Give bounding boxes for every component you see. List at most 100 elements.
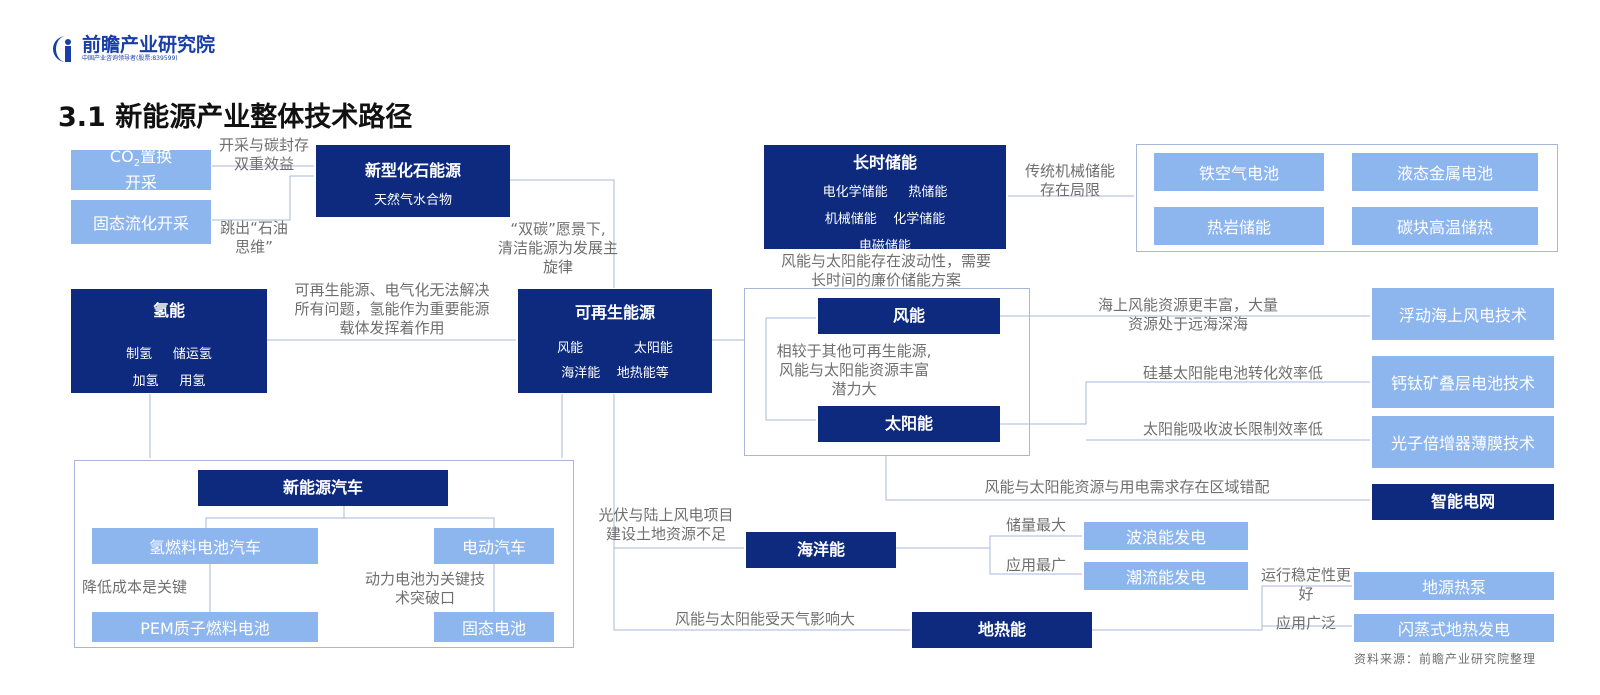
storage-electrochemical: 电化学储能: [822, 185, 888, 200]
hydrogen-transport: 储运氢: [172, 347, 212, 362]
node-co2-replacement: CO2置换 开采: [71, 147, 211, 192]
node-liquid-metal: 液态金属电池: [1352, 153, 1538, 191]
node-nev: 新能源汽车: [198, 470, 448, 506]
logo-tagline: 中国产业咨询领导者(股票:839599): [82, 55, 178, 62]
storage-thermal: 热储能: [908, 185, 948, 200]
node-long-storage: 长时储能 电化学储能 热储能 机械储能 化学储能 电磁储能: [764, 145, 1006, 254]
source-note: 资料来源：前瞻产业研究院整理: [1354, 652, 1537, 666]
line-solar-perov: [1000, 381, 1370, 425]
node-ground-heat-pump: 地源热泵: [1354, 572, 1554, 600]
note-co2-benefit-line1: 开采与碳封存: [218, 136, 309, 154]
storage-chemical: 化学储能: [893, 212, 946, 227]
logo-icon: [52, 34, 80, 64]
co2-pre: CO: [109, 147, 134, 167]
note-dual-carbon-line1: “双碳”愿景下,: [510, 220, 606, 238]
co2-line2: 开采: [124, 172, 157, 192]
note-hydrogen-role-line2: 所有问题，氢能作为重要能源: [294, 300, 490, 318]
node-new-fossil-item: 天然气水合物: [373, 193, 452, 208]
line-geo-heatpump: [1092, 585, 1352, 631]
note-land-short-line2: 建设土地资源不足: [605, 525, 726, 543]
line-ocean-wave: [896, 535, 1082, 549]
line-bracket-solar: [765, 318, 816, 421]
note-battery-key-line2: 术突破口: [394, 589, 455, 607]
node-pem: PEM质子燃料电池: [92, 612, 318, 642]
note-rich-potential: 相较于其他可再生能源, 风能与太阳能资源丰富 潜力大: [764, 342, 944, 399]
note-weather: 风能与太阳能受天气影响大: [674, 610, 855, 628]
line-renew-geo: [613, 548, 910, 631]
node-carbon-block: 碳块高温储热: [1352, 207, 1538, 245]
node-perovskite: 钙钛矿叠层电池技术: [1372, 356, 1554, 408]
node-long-storage-title: 长时储能: [852, 153, 917, 172]
node-floating-offshore: 浮动海上风电技术: [1372, 288, 1554, 340]
renew-geo: 地热能等: [616, 366, 669, 381]
node-solar: 太阳能: [818, 406, 1000, 442]
note-volatility-line1: 风能与太阳能存在波动性，需要: [780, 252, 991, 270]
note-offshore-rich: 海上风能资源更丰富，大量 资源处于远海深海: [1078, 296, 1298, 334]
page-title: 3.1 新能源产业整体技术路径: [58, 102, 413, 133]
note-mismatch: 风能与太阳能资源与用电需求存在区域错配: [984, 478, 1270, 496]
note-hydrogen-role: 可再生能源、电气化无法解决 所有问题，氢能作为重要能源 载体发挥着作用: [276, 281, 508, 338]
note-app-wide: 应用最广: [1005, 556, 1066, 574]
note-oil-mindset-line1: 跳出“石油: [220, 219, 288, 237]
node-renewable-title: 可再生能源: [574, 303, 655, 322]
node-smart-grid: 智能电网: [1372, 484, 1554, 520]
note-reserve-max: 储量最大: [1005, 516, 1066, 534]
note-oil-mindset-line2: 思维”: [235, 238, 273, 256]
hydrogen-refuel: 加氢: [132, 374, 159, 389]
note-wavelength: 太阳能吸收波长限制效率低: [1142, 420, 1323, 438]
line-ev-bev: [344, 517, 495, 528]
note-dual-carbon-line2: 清洁能源为发展主: [497, 239, 618, 257]
node-solid-state-battery: 固态电池: [434, 612, 554, 642]
line-ocean-tidal: [989, 548, 1082, 575]
co2-post: 置换: [140, 147, 173, 167]
note-cost-key: 降低成本是关键: [82, 578, 188, 596]
node-solid-fluid-mining: 固态流化开采: [71, 200, 211, 244]
node-fcv: 氢燃料电池汽车: [92, 528, 318, 564]
note-rich-potential-line1: 相较于其他可再生能源,: [776, 342, 932, 360]
note-rich-potential-line3: 潜力大: [831, 380, 877, 398]
hydrogen-use: 用氢: [179, 374, 206, 389]
note-offshore-rich-line1: 海上风能资源更丰富，大量: [1097, 296, 1278, 314]
node-geothermal: 地热能: [912, 612, 1092, 648]
note-stable-line2: 好: [1298, 585, 1314, 603]
note-land-short-line1: 光伏与陆上风电项目: [598, 506, 734, 524]
logo-name: 前瞻产业研究院: [82, 34, 216, 56]
node-hydrogen-title: 氢能: [152, 301, 185, 320]
line-solid-fossil: [212, 175, 314, 221]
note-silicon-low: 硅基太阳能电池转化效率低: [1142, 364, 1323, 382]
renew-solar: 太阳能: [633, 341, 673, 356]
note-stable-line1: 运行稳定性更: [1260, 566, 1351, 584]
note-app-wide2: 应用广泛: [1275, 614, 1336, 632]
line-mismatch-grid: [885, 456, 1370, 501]
node-flash-geothermal: 闪蒸式地热发电: [1354, 614, 1554, 642]
renew-wind: 风能: [557, 341, 584, 356]
note-mech-limit: 传统机械储能 存在局限: [1010, 162, 1130, 200]
node-photon-multiplier: 光子倍增器薄膜技术: [1372, 416, 1554, 468]
node-renewable: 可再生能源 风能 太阳能 海洋能 地热能等: [518, 289, 712, 393]
node-new-fossil-title: 新型化石能源: [364, 161, 461, 180]
node-new-fossil: 新型化石能源 天然气水合物: [316, 145, 510, 217]
note-volatility: 风能与太阳能存在波动性，需要 长时间的廉价储能方案: [766, 252, 1006, 290]
node-hydrogen: 氢能 制氢 储运氢 加氢 用氢: [71, 289, 267, 393]
note-rich-potential-line2: 风能与太阳能资源丰富: [778, 361, 929, 379]
note-hydrogen-role-line3: 载体发挥着作用: [339, 319, 445, 337]
node-wind: 风能: [818, 298, 1000, 334]
note-co2-benefit-line2: 双重效益: [233, 155, 294, 173]
note-mech-limit-line2: 存在局限: [1039, 181, 1100, 199]
note-oil-mindset: 跳出“石油 思维”: [212, 219, 296, 257]
storage-tech-frame: [1136, 144, 1558, 252]
nev-frame: [74, 460, 574, 648]
node-wave-power: 波浪能发电: [1084, 522, 1248, 550]
node-ocean: 海洋能: [746, 532, 896, 568]
node-hot-rock: 热岩储能: [1154, 207, 1324, 245]
note-dual-carbon-line3: 旋律: [542, 258, 573, 276]
renew-ocean: 海洋能: [561, 366, 601, 381]
co2-sub: 2: [133, 158, 141, 170]
note-land-short: 光伏与陆上风电项目 建设土地资源不足: [586, 506, 746, 544]
note-battery-key: 动力电池为关键技 术突破口: [352, 570, 498, 608]
note-co2-benefit: 开采与碳封存 双重效益: [212, 136, 316, 174]
note-dual-carbon: “双碳”愿景下, 清洁能源为发展主 旋律: [488, 220, 628, 277]
wind-solar-frame: [744, 288, 1030, 456]
note-offshore-rich-line2: 资源处于远海深海: [1127, 315, 1248, 333]
